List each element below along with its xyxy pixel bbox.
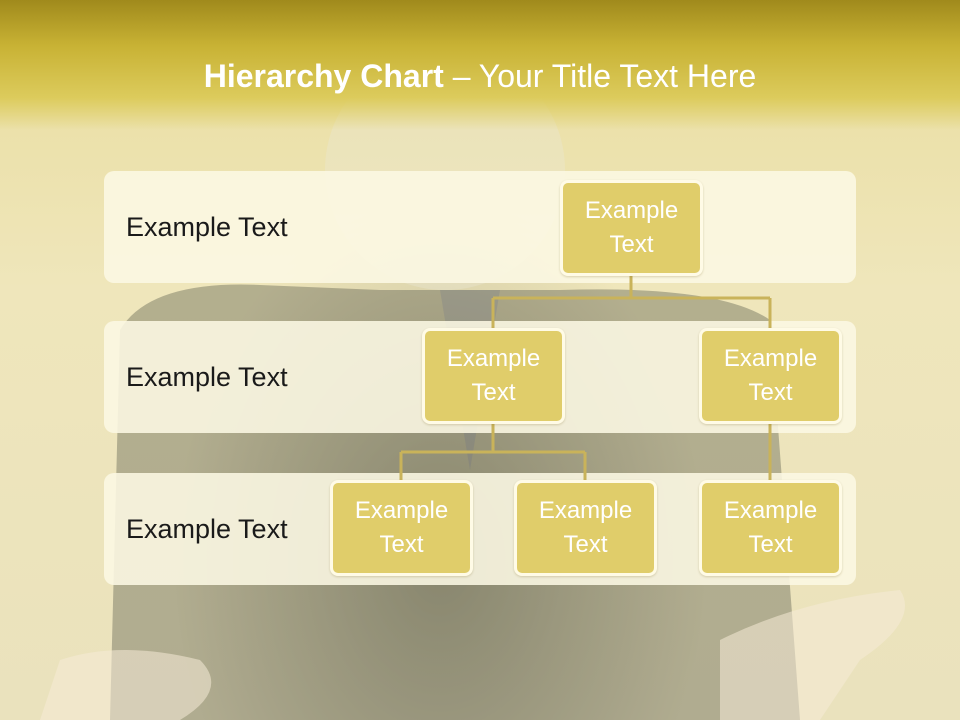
node-level3-left[interactable]: Example Text [330, 480, 473, 576]
node-level2-right[interactable]: Example Text [699, 328, 842, 424]
node-level3-middle[interactable]: Example Text [514, 480, 657, 576]
title-bar: Hierarchy Chart – Your Title Text Here [0, 0, 960, 130]
node-level3-right[interactable]: Example Text [699, 480, 842, 576]
title-bold: Hierarchy Chart [203, 58, 444, 94]
node-root-label: Example Text [584, 197, 679, 258]
level-label-1: Example Text [126, 212, 288, 242]
node-level3-left-label: Example Text [354, 497, 449, 558]
connector-mid-left [399, 422, 587, 484]
node-level2-left[interactable]: Example Text [422, 328, 565, 424]
title-rest: – Your Title Text Here [443, 58, 757, 94]
level-band-1: Example Text [104, 171, 856, 283]
slide-title: Hierarchy Chart – Your Title Text Here [0, 56, 960, 96]
level-label-3: Example Text [126, 514, 288, 544]
node-level2-left-label: Example Text [446, 345, 541, 406]
connector-root [491, 274, 772, 331]
level-label-2: Example Text [126, 362, 288, 392]
node-root[interactable]: Example Text [560, 180, 703, 276]
node-level3-middle-label: Example Text [538, 497, 633, 558]
node-level3-right-label: Example Text [723, 497, 818, 558]
node-level2-right-label: Example Text [723, 345, 818, 406]
